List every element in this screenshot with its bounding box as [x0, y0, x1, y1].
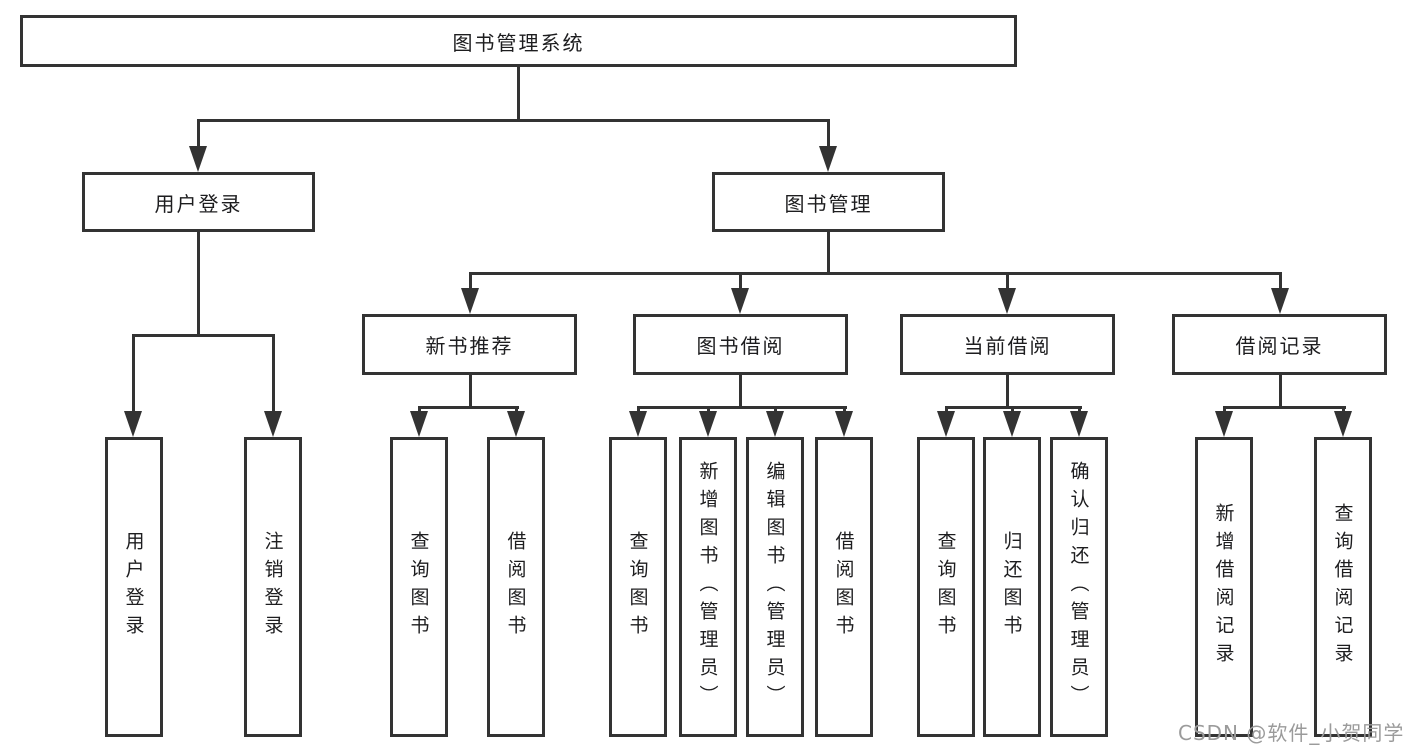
watermark: CSDN @软件_小贺同学 [1178, 721, 1405, 745]
tree-connector-line [827, 119, 830, 155]
tree-connector-line [418, 406, 519, 409]
tree-connector-line [1006, 272, 1009, 294]
node-new-book-recommend: 新书推荐 [362, 314, 577, 375]
node-current-borrow: 当前借阅 [900, 314, 1115, 375]
leaf-query-borrow-record: 查询借阅记录 [1314, 437, 1372, 737]
leaf-borrow-books: 借阅图书 [815, 437, 873, 737]
leaf-user-login: 用户登录 [105, 437, 163, 737]
tree-connector-line [1279, 272, 1282, 294]
leaf-return-books: 归还图书 [983, 437, 1041, 737]
tree-connector-line [469, 373, 472, 409]
tree-connector-line [197, 119, 830, 122]
tree-connector-line [132, 334, 135, 418]
arrow-down-icon [410, 411, 428, 437]
tree-connector-line [272, 334, 275, 418]
tree-connector-line [469, 272, 1282, 275]
leaf-borrow-books-recommend: 借阅图书 [487, 437, 545, 737]
tree-connector-line [739, 272, 742, 294]
leaf-edit-book-admin: 编辑图书（管理员） [746, 437, 804, 737]
tree-connector-line [469, 272, 472, 294]
arrow-down-icon [699, 411, 717, 437]
leaf-add-book-admin: 新增图书（管理员） [679, 437, 737, 737]
tree-connector-line [1279, 373, 1282, 409]
arrow-down-icon [1334, 411, 1352, 437]
arrow-down-icon [1215, 411, 1233, 437]
arrow-down-icon [835, 411, 853, 437]
arrow-down-icon [124, 411, 142, 437]
tree-connector-line [517, 66, 520, 122]
arrow-down-icon [937, 411, 955, 437]
leaf-query-books-recommend: 查询图书 [390, 437, 448, 737]
tree-connector-line [1006, 373, 1009, 409]
arrow-down-icon [189, 146, 207, 172]
tree-connector-line [197, 230, 200, 337]
arrow-down-icon [461, 288, 479, 314]
node-book-management: 图书管理 [712, 172, 945, 232]
arrow-down-icon [629, 411, 647, 437]
arrow-down-icon [1070, 411, 1088, 437]
arrow-down-icon [819, 146, 837, 172]
tree-connector-line [739, 373, 742, 409]
leaf-confirm-return-admin: 确认归还（管理员） [1050, 437, 1108, 737]
arrow-down-icon [766, 411, 784, 437]
tree-connector-line [132, 334, 275, 337]
tree-connector-line [827, 230, 830, 275]
arrow-down-icon [507, 411, 525, 437]
leaf-logout: 注销登录 [244, 437, 302, 737]
arrow-down-icon [998, 288, 1016, 314]
node-book-borrow: 图书借阅 [633, 314, 848, 375]
leaf-add-borrow-record: 新增借阅记录 [1195, 437, 1253, 737]
arrow-down-icon [731, 288, 749, 314]
tree-connector-line [197, 119, 200, 155]
arrow-down-icon [1003, 411, 1021, 437]
leaf-query-books-current: 查询图书 [917, 437, 975, 737]
node-root-library-system: 图书管理系统 [20, 15, 1017, 67]
node-borrow-records: 借阅记录 [1172, 314, 1387, 375]
tree-connector-line [637, 406, 847, 409]
arrow-down-icon [1271, 288, 1289, 314]
arrow-down-icon [264, 411, 282, 437]
node-user-login: 用户登录 [82, 172, 315, 232]
leaf-query-books-borrow: 查询图书 [609, 437, 667, 737]
tree-connector-line [1223, 406, 1346, 409]
